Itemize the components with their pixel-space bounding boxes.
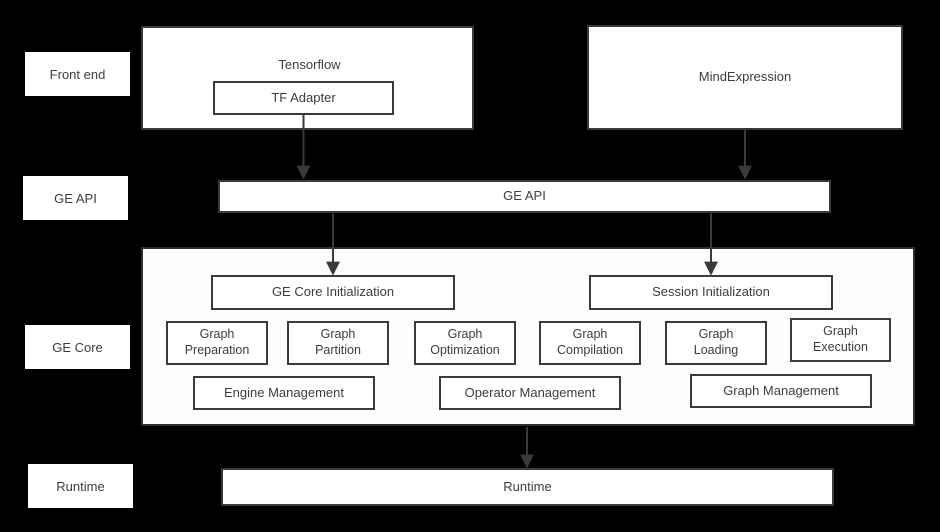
- graph-compilation-box[interactable]: Graph Compilation: [539, 321, 641, 365]
- ge-api-box[interactable]: GE API: [218, 180, 831, 213]
- operator-management-box[interactable]: Operator Management: [439, 376, 621, 410]
- engine-management-box[interactable]: Engine Management: [193, 376, 375, 410]
- mindexpression-box[interactable]: MindExpression: [587, 25, 903, 130]
- graph-preparation-box[interactable]: Graph Preparation: [166, 321, 268, 365]
- graph-loading-box[interactable]: Graph Loading: [665, 321, 767, 365]
- graph-partition-box[interactable]: Graph Partition: [287, 321, 389, 365]
- tier-label-front-end: Front end: [25, 52, 130, 96]
- session-initialization-box[interactable]: Session Initialization: [589, 275, 833, 310]
- graph-management-box[interactable]: Graph Management: [690, 374, 872, 408]
- tier-label-ge-api: GE API: [23, 176, 128, 220]
- graph-optimization-box[interactable]: Graph Optimization: [414, 321, 516, 365]
- ge-core-initialization-box[interactable]: GE Core Initialization: [211, 275, 455, 310]
- tier-label-runtime: Runtime: [28, 464, 133, 508]
- runtime-box[interactable]: Runtime: [221, 468, 834, 506]
- graph-execution-box[interactable]: Graph Execution: [790, 318, 891, 362]
- tf-adapter-box[interactable]: TF Adapter: [213, 81, 394, 115]
- tier-label-ge-core: GE Core: [25, 325, 130, 369]
- tensorflow-label: Tensorflow: [278, 57, 341, 72]
